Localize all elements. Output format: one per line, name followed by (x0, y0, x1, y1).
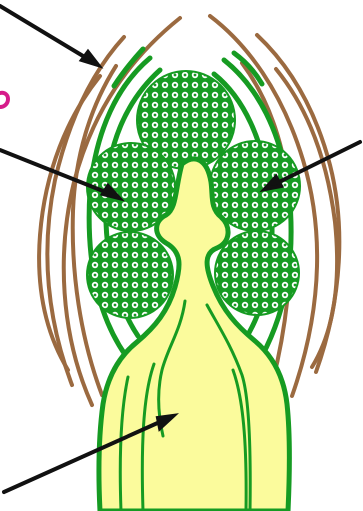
pointer-top-left-line (0, 6, 88, 59)
cell-cluster-left-lower (87, 232, 173, 318)
cell-cluster-right-lower (215, 231, 299, 315)
pointer-top-left-arrowhead (82, 52, 98, 65)
edge-mark (0, 93, 8, 107)
